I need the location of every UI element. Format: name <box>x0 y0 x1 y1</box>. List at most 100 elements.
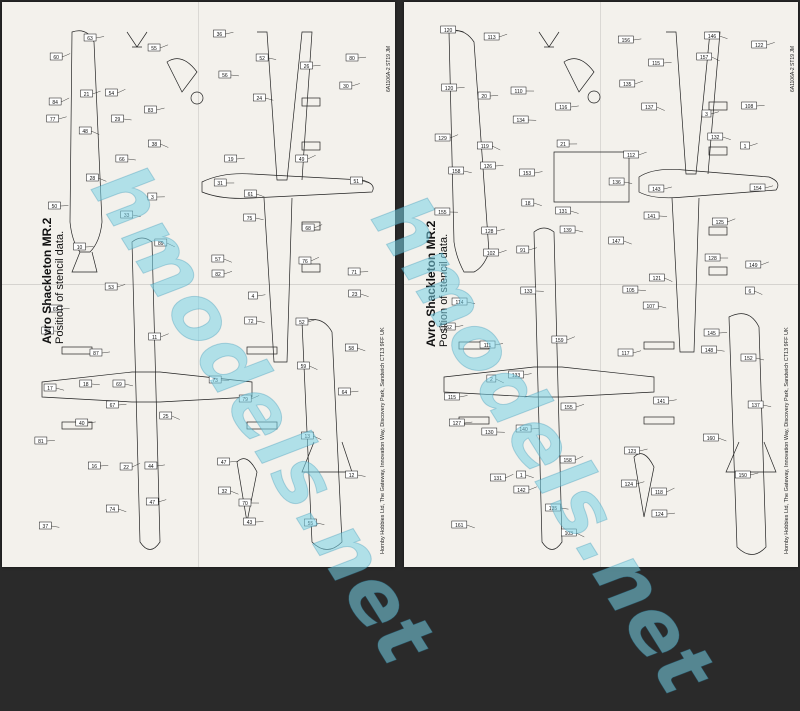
stencil-callout: 116 <box>556 103 579 111</box>
wing-top-view-lower <box>264 198 292 362</box>
stencil-callout: 130 <box>482 428 505 436</box>
stencil-callout: 23 <box>349 290 369 298</box>
stencil-callout: 59 <box>297 362 317 370</box>
stencil-callout: 120 <box>442 84 465 92</box>
callout-number: 66 <box>119 157 125 163</box>
stencil-callout: 58 <box>345 344 365 352</box>
stencil-callout: 139 <box>560 226 583 234</box>
callout-number: 105 <box>626 288 635 294</box>
wheel-detail <box>237 459 257 522</box>
callout-number: 16 <box>91 464 97 470</box>
stencil-callout: 133 <box>509 371 532 379</box>
callout-number: 155 <box>438 210 447 216</box>
roundel-detail <box>588 91 600 103</box>
fuselage-top-view <box>202 174 373 199</box>
callout-number: 147 <box>612 239 621 245</box>
callout-number: 121 <box>653 276 662 282</box>
callout-number: 47 <box>221 460 227 466</box>
stencil-callout: 70 <box>239 499 259 507</box>
callout-number: 83 <box>148 108 154 114</box>
stencil-callout: 55 <box>148 44 168 52</box>
callout-number: 52 <box>299 320 305 326</box>
stencil-callout: 79 <box>239 395 259 403</box>
stencil-callout: 89 <box>155 239 175 247</box>
callout-number: 128 <box>485 229 494 235</box>
stencil-callout: 77 <box>47 115 67 123</box>
callout-number: 51 <box>354 179 360 185</box>
callout-number: 53 <box>108 285 114 291</box>
callout-number: 47 <box>149 500 155 506</box>
callout-number: 18 <box>83 382 89 388</box>
stencil-callout: 128 <box>482 227 505 235</box>
callout-number: 143 <box>652 187 661 193</box>
callout-number: 115 <box>448 395 456 401</box>
callout-number: 148 <box>705 348 714 354</box>
callout-number: 22 <box>123 465 129 471</box>
callout-number: 38 <box>152 142 158 148</box>
callout-number: 77 <box>50 117 56 123</box>
callout-number: 4 <box>251 294 254 300</box>
stencil-callout: 156 <box>618 36 641 44</box>
stencil-callout: 141 <box>644 212 667 220</box>
callout-number: 2 <box>490 377 493 383</box>
callout-number: 157 <box>700 55 709 61</box>
stencil-callout: 76 <box>299 257 319 265</box>
callout-number: 137 <box>751 403 760 409</box>
subtitle-text: Position of stencil data. <box>438 221 450 347</box>
stencil-callout: 60 <box>50 53 70 61</box>
callout-number: 57 <box>215 257 221 263</box>
sheet-code: 6A1106A-2 ST19 JM <box>790 46 796 92</box>
stencil-callout: 18 <box>80 380 100 388</box>
callout-number: 71 <box>351 270 357 276</box>
callout-number: 55 <box>308 521 314 527</box>
stencil-callout: 131 <box>556 207 579 215</box>
stencil-callout: 47 <box>146 498 166 506</box>
fuselage-side-view <box>70 31 102 252</box>
callout-number: 79 <box>242 397 248 403</box>
callout-number: 135 <box>623 82 632 88</box>
stencil-callout: 84 <box>49 98 69 106</box>
callout-number: 1 <box>744 144 747 150</box>
callout-number: 25 <box>163 414 169 420</box>
callout-number: 139 <box>563 228 572 234</box>
callout-number: 87 <box>93 351 99 357</box>
callout-number: 141 <box>657 399 666 405</box>
callout-number: 155 <box>564 405 573 411</box>
stencil-callout: 72 <box>245 317 265 325</box>
stencil-callout: 113 <box>484 33 507 41</box>
callout-number: 58 <box>348 346 354 352</box>
callout-number: 19 <box>228 157 234 163</box>
stencil-callout: 147 <box>609 237 632 245</box>
fuselage-side-view-lower <box>729 314 766 555</box>
stencil-callout: 103 <box>561 529 584 537</box>
callout-number: 123 <box>628 449 637 455</box>
stencil-callout: 155 <box>435 208 458 216</box>
callout-number: 28 <box>90 176 96 182</box>
stencil-callout: 12 <box>346 471 366 479</box>
stencil-callout: 124 <box>621 480 644 488</box>
callout-number: 120 <box>445 86 454 92</box>
stencil-callout: 40 <box>76 419 96 427</box>
stencil-callout: 50 <box>48 202 68 210</box>
callout-number: 61 <box>248 192 254 198</box>
stencil-callout: 66 <box>116 155 136 163</box>
stencil-callout: 37 <box>39 522 59 530</box>
stencil-callout: 157 <box>697 53 720 61</box>
stencil-callout: 33 <box>121 211 141 219</box>
callout-number: 37 <box>43 524 49 530</box>
callout-group: 1202013421136141128616221401581241241571… <box>435 26 775 537</box>
callout-number: 63 <box>87 36 93 42</box>
callout-number: 114 <box>456 300 464 306</box>
stencil-callout: 36 <box>213 30 233 38</box>
stencil-callout: 29 <box>112 115 132 123</box>
callout-number: 40 <box>79 421 85 427</box>
callout-number: 54 <box>109 91 115 97</box>
callout-number: 108 <box>745 104 754 110</box>
stencil-callout: 16 <box>88 462 108 470</box>
fuselage-side-view <box>449 31 489 272</box>
stencil-callout: 146 <box>704 32 727 40</box>
callout-number: 24 <box>256 96 262 102</box>
stencil-callout: 55 <box>304 519 324 527</box>
stencil-callout: 87 <box>90 349 110 357</box>
callout-number: 49 <box>299 157 305 163</box>
